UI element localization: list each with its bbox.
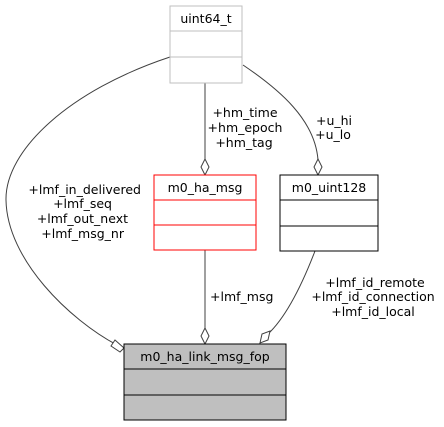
class-title: m0_ha_link_msg_fop (140, 349, 269, 364)
edge-label: +hm_time (212, 105, 277, 120)
edge-ha-msg-to-fop (200, 250, 210, 346)
edge-uint64-to-ha-msg (200, 83, 210, 177)
edge-uint64-to-fop (5, 56, 171, 353)
edge-labels-uint128-to-fop: +lmf_id_remote +lmf_id_connection +lmf_i… (311, 275, 434, 319)
edge-labels-uint64-to-ha-msg: +hm_time +hm_epoch +hm_tag (208, 105, 283, 150)
edge-label: +lmf_msg (210, 289, 273, 304)
edge-label: +lmf_out_next (37, 211, 128, 226)
edge-label: +lmf_in_delivered (28, 182, 141, 197)
edge-labels-ha-msg-to-fop: +lmf_msg (210, 289, 273, 304)
aggregation-diamond-icon (200, 326, 210, 346)
class-box-fop[interactable]: m0_ha_link_msg_fop (123, 343, 287, 421)
edge-uint128-to-fop (259, 250, 316, 344)
edge-label: +lmf_id_remote (325, 275, 425, 290)
edge-uint64-to-uint128 (242, 64, 323, 177)
class-box-ha-msg[interactable]: m0_ha_msg (153, 174, 257, 251)
class-title: uint64_t (180, 11, 231, 26)
class-box-uint128[interactable]: m0_uint128 (279, 174, 379, 252)
aggregation-diamond-icon (110, 339, 125, 353)
class-title: m0_uint128 (292, 180, 367, 195)
aggregation-diamond-icon (200, 157, 210, 177)
edge-label: +u_lo (315, 127, 351, 142)
aggregation-diamond-icon (313, 157, 323, 177)
edge-label: +hm_tag (215, 135, 272, 150)
edge-labels-uint64-to-uint128: +u_hi +u_lo (315, 113, 352, 142)
edge-label: +u_hi (316, 113, 352, 128)
class-title: m0_ha_msg (168, 180, 243, 195)
edge-labels-uint64-to-fop: +lmf_in_delivered +lmf_seq +lmf_out_next… (28, 182, 141, 241)
aggregation-diamond-icon (259, 330, 271, 344)
edge-label: +lmf_msg_nr (41, 226, 125, 241)
edge-label: +lmf_id_local (331, 304, 415, 319)
class-box-uint64[interactable]: uint64_t (169, 5, 243, 84)
edge-label: +lmf_id_connection (311, 289, 434, 304)
edge-label: +lmf_seq (53, 196, 112, 211)
edge-label: +hm_epoch (208, 120, 283, 135)
